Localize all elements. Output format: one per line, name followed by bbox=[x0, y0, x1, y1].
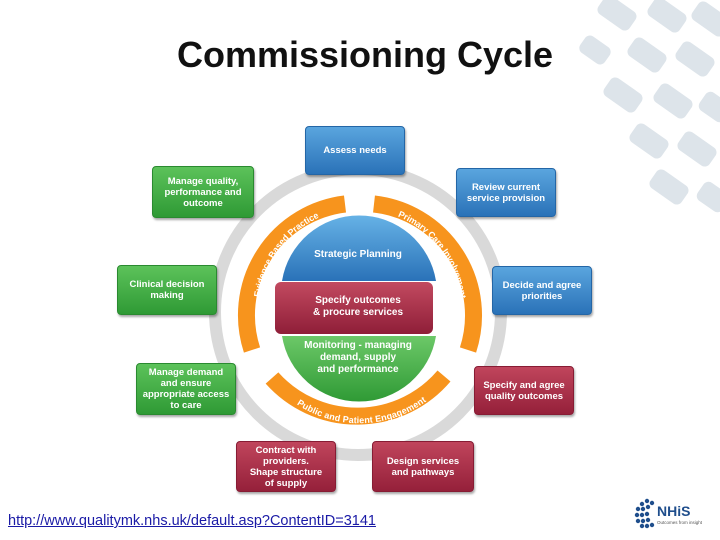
center-top-segment bbox=[282, 215, 436, 281]
svg-text:NHiS: NHiS bbox=[657, 503, 690, 519]
box-specify-quality-outcomes: Specify and agree quality outcomes bbox=[474, 366, 574, 415]
center-middle-label: Specify outcomes& procure services bbox=[313, 295, 403, 318]
svg-text:Outcomes from insight: Outcomes from insight bbox=[657, 520, 703, 525]
box-design-services: Design services and pathways bbox=[372, 441, 474, 492]
center-top-label: Strategic Planning bbox=[314, 249, 402, 260]
center-middle-segment bbox=[275, 282, 433, 334]
arc-primary-care-involvement bbox=[372, 195, 483, 353]
box-manage-demand: Manage demand and ensure appropriate acc… bbox=[136, 363, 236, 415]
slide-title: Commissioning Cycle bbox=[176, 34, 554, 75]
box-decide-priorities: Decide and agree priorities bbox=[492, 266, 592, 315]
box-manage-quality: Manage quality, performance and outcome bbox=[152, 166, 254, 218]
arc-public-patient-engagement bbox=[265, 370, 451, 425]
box-contract-with-providers: Contract with providers. Shape structure… bbox=[236, 441, 336, 492]
arc-evidence-based-practice bbox=[237, 195, 347, 353]
source-link[interactable]: http://www.qualitymk.nhs.uk/default.asp?… bbox=[8, 513, 376, 529]
center-bottom-segment bbox=[282, 336, 436, 402]
nhis-logo: NHiS Outcomes from insight bbox=[634, 498, 703, 529]
box-review-current-provision: Review current service provision bbox=[456, 168, 556, 217]
box-clinical-decision-making: Clinical decision making bbox=[117, 265, 217, 315]
box-assess-needs: Assess needs bbox=[305, 126, 405, 175]
